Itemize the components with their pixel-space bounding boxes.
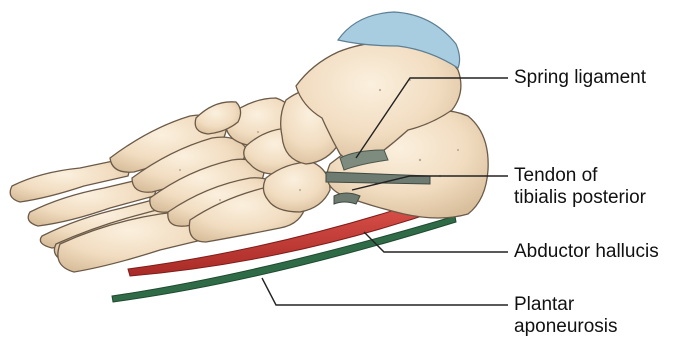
plantar-line-1: Plantar [514, 294, 618, 316]
label-spring-ligament: Spring ligament [514, 67, 646, 89]
leader-plantar [262, 278, 508, 305]
spring-ligament-text: Spring ligament [514, 67, 646, 88]
abductor-hallucis-text: Abductor hallucis [514, 241, 659, 262]
tendon-line-2: tibialis posterior [514, 187, 646, 209]
label-plantar-aponeurosis: Plantar aponeurosis [514, 294, 618, 338]
label-abductor-hallucis: Abductor hallucis [514, 241, 659, 263]
tendon-insertion [334, 193, 360, 204]
plantar-line-2: aponeurosis [514, 316, 618, 338]
label-tendon-tibialis-posterior: Tendon of tibialis posterior [514, 165, 646, 209]
tendon-line-1: Tendon of [514, 165, 646, 187]
